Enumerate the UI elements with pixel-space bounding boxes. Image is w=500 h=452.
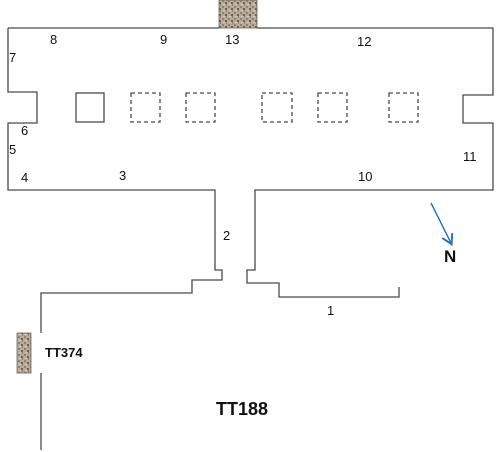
label-6: 6 [21,123,28,138]
label-5: 5 [9,142,16,157]
rubble-block-tt374 [16,332,32,374]
label-2: 2 [223,228,230,243]
pillar-dashed [388,92,419,123]
pillar-solid [75,92,105,123]
label-7: 7 [9,50,16,65]
label-10: 10 [358,169,372,184]
label-11: 11 [463,149,477,164]
rubble-block-top [218,0,258,29]
label-12: 12 [357,34,371,49]
pillar-dashed [261,92,293,123]
label-8: 8 [50,32,57,47]
hall-east-wall [8,27,494,298]
north-arrow [430,202,451,243]
pillar-dashed [317,92,348,123]
pillar-dashed [185,92,216,123]
label-13: 13 [225,32,239,47]
pillar-dashed [130,92,161,123]
north-label: N [444,247,456,266]
label-3: 3 [119,168,126,183]
label-9: 9 [160,32,167,47]
neighbor-tomb-label: TT374 [45,345,83,360]
label-4: 4 [21,170,28,185]
label-1: 1 [327,303,334,318]
transverse-hall-wall [7,28,223,333]
tomb-title: TT188 [216,399,268,419]
